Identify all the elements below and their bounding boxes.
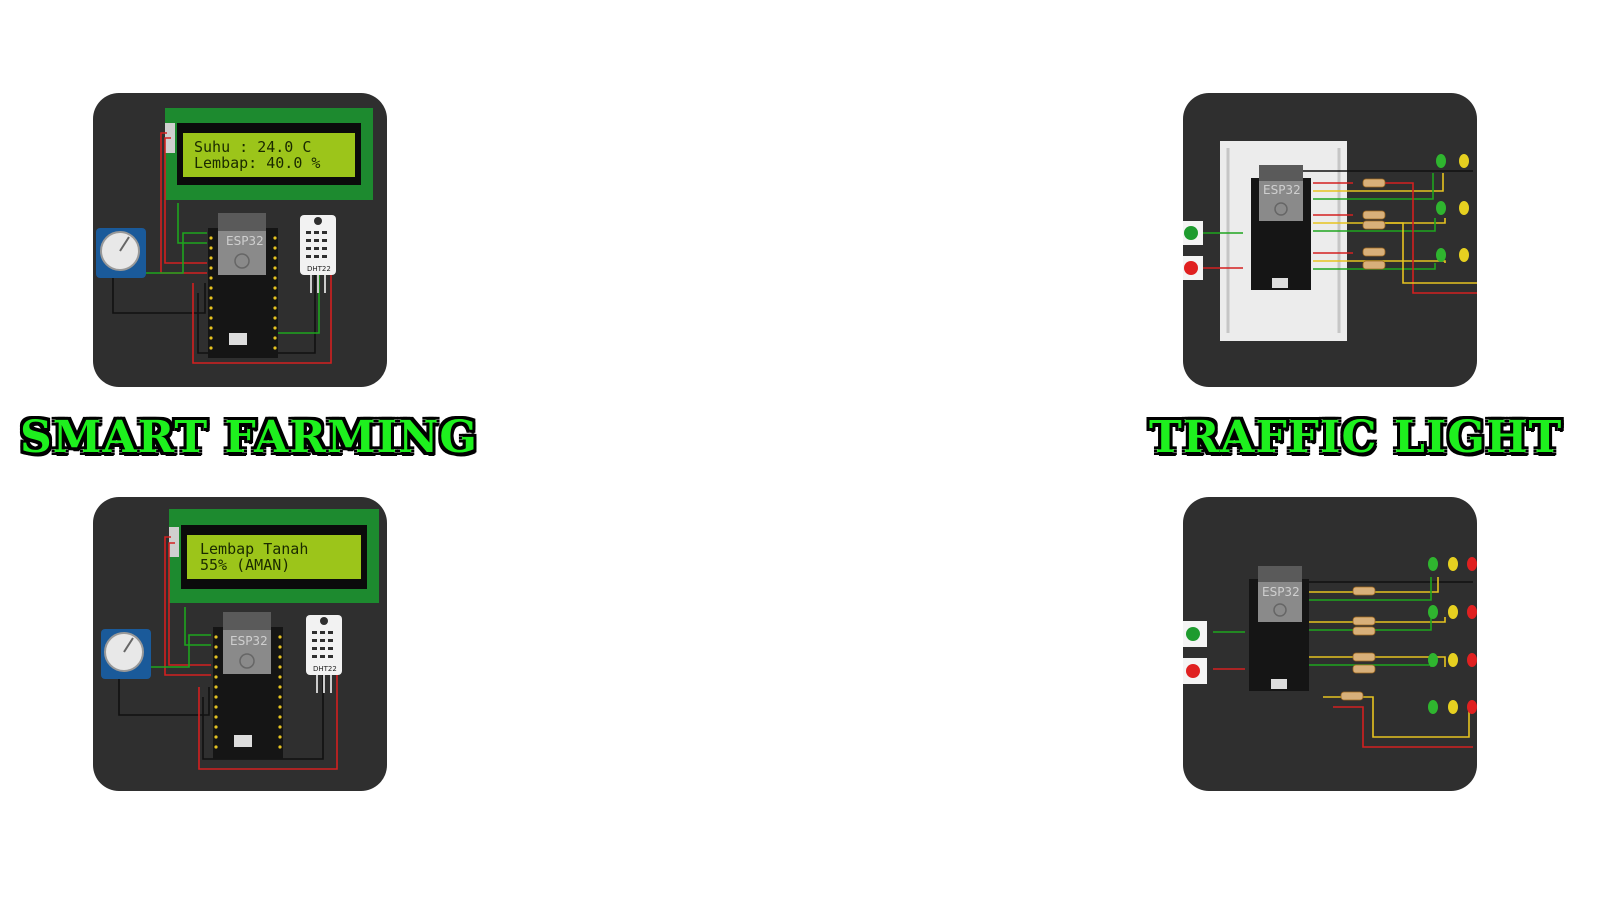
traffic-light-circuit-preview-2[interactable]: ESP32 <box>1183 497 1477 791</box>
green-push-button <box>1183 621 1207 647</box>
esp32-board: ESP32 <box>213 612 283 759</box>
lcd-line-2: 55% (AMAN) <box>200 556 290 574</box>
smart-farming-circuit-preview-2[interactable]: Lembap Tanah 55% (AMAN) ESP32 <box>93 497 387 791</box>
red-push-button <box>1183 256 1203 280</box>
traffic-leds <box>1428 557 1477 714</box>
lcd-line-2: Lembap: 40.0 % <box>194 154 320 172</box>
smart-farming-title: SMART FARMING <box>20 412 478 463</box>
potentiometer <box>96 228 146 278</box>
esp32-label: ESP32 <box>226 234 264 248</box>
smart-farming-circuit-preview-1[interactable]: Suhu : 24.0 C Lembap: 40.0 % ESP32 <box>93 93 387 387</box>
red-push-button <box>1183 658 1207 684</box>
dht22-sensor: DHT22 <box>306 615 342 693</box>
lcd-display: Suhu : 24.0 C Lembap: 40.0 % <box>165 108 373 200</box>
potentiometer <box>101 629 151 679</box>
esp32-label: ESP32 <box>1263 183 1301 197</box>
dht22-sensor: DHT22 <box>300 215 336 293</box>
dht22-label: DHT22 <box>313 665 337 673</box>
traffic-leds <box>1436 154 1469 262</box>
traffic-light-circuit-preview-1[interactable]: ESP32 <box>1183 93 1477 387</box>
esp32-board: ESP32 <box>1249 566 1309 691</box>
esp32-label: ESP32 <box>230 634 268 648</box>
esp32-board: ESP32 <box>1251 165 1311 290</box>
esp32-board: ESP32 <box>208 213 278 358</box>
lcd-line-1: Suhu : 24.0 C <box>194 138 311 156</box>
lcd-line-1: Lembap Tanah <box>200 540 308 558</box>
green-push-button <box>1183 221 1203 245</box>
traffic-light-title: TRAFFIC LIGHT <box>1149 412 1563 463</box>
esp32-label: ESP32 <box>1262 585 1300 599</box>
lcd-display: Lembap Tanah 55% (AMAN) <box>169 509 379 603</box>
dht22-label: DHT22 <box>307 265 331 273</box>
